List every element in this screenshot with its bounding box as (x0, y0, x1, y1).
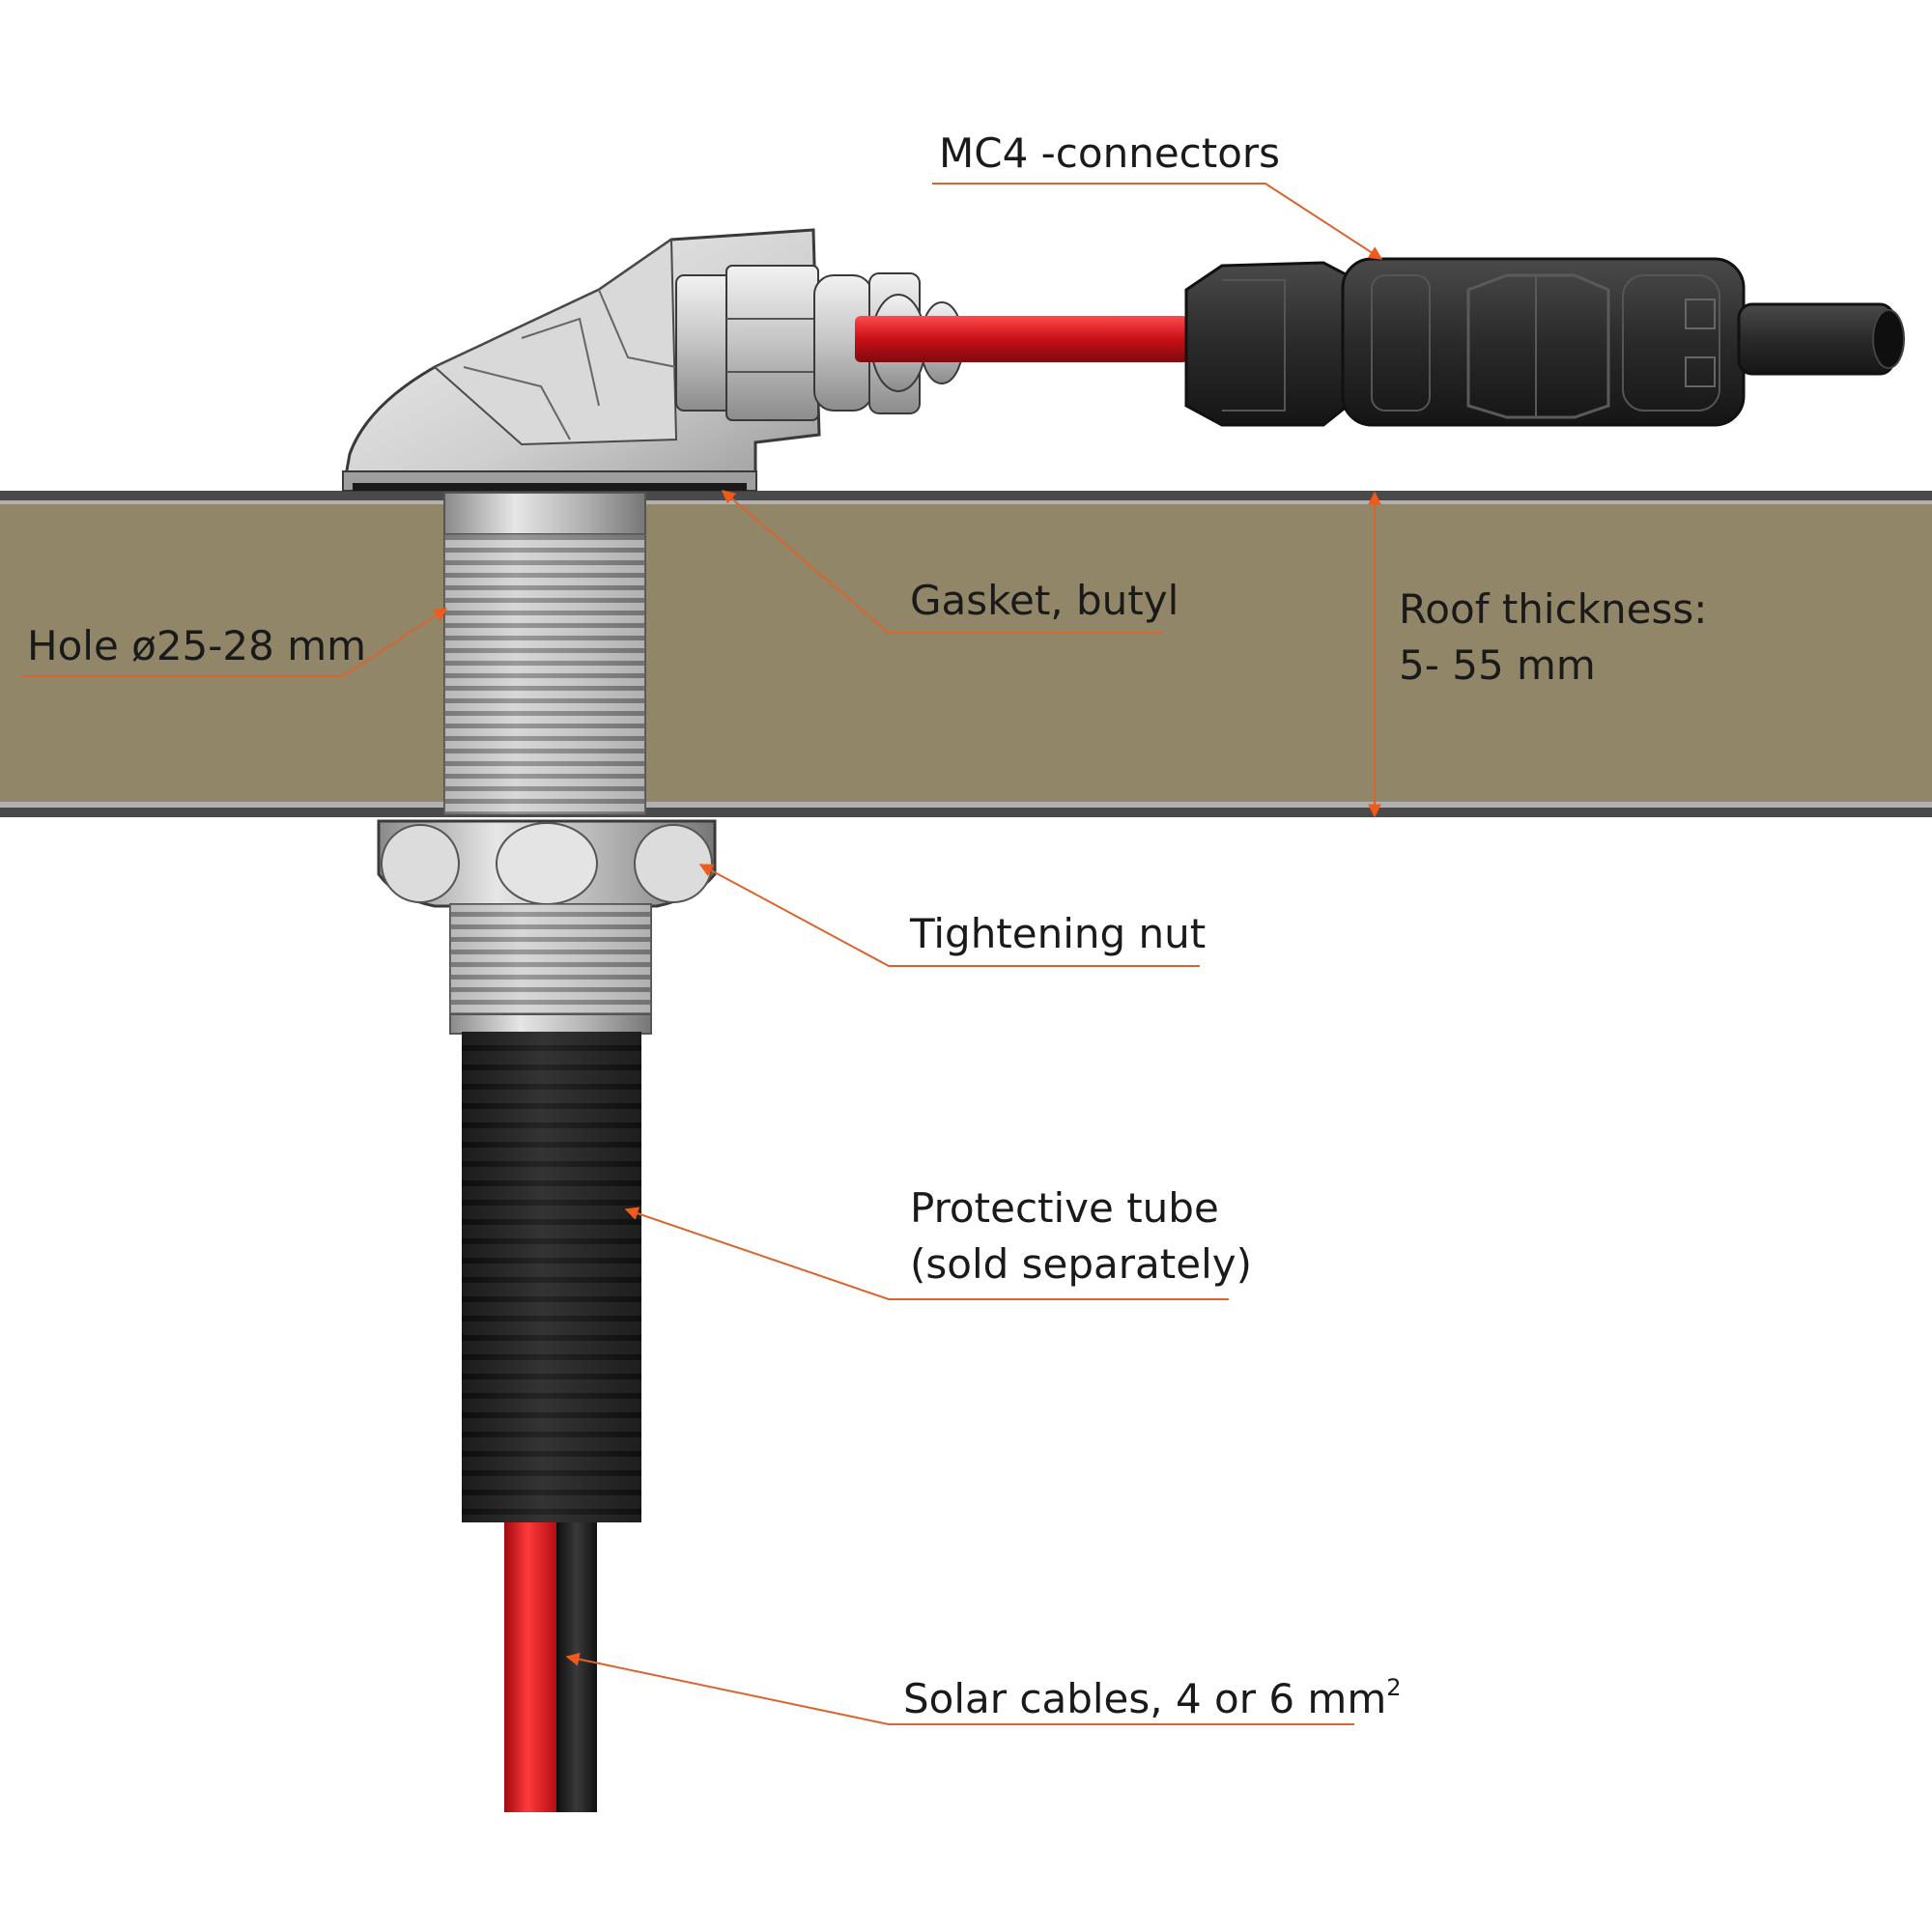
hole-diameter-label: Hole ø25-28 mm (27, 622, 367, 669)
tightening-nut-label: Tightening nut (910, 910, 1207, 957)
protective-tube-label: Protective tube (sold separately) (910, 1180, 1252, 1293)
roof-thickness-title: Roof thickness: (1399, 585, 1708, 633)
roof-thickness-value: 5- 55 mm (1399, 641, 1596, 689)
solar-cables-text: Solar cables, 4 or 6 mm (903, 1675, 1387, 1722)
cables-leader (565, 1652, 1354, 1725)
leader-lines (21, 183, 1383, 1725)
protective-tube (462, 1032, 641, 1522)
lower-thread (449, 903, 652, 1035)
protective-tube-note: (sold separately) (910, 1240, 1252, 1288)
gasket-butyl-label: Gasket, butyl (910, 577, 1179, 624)
gasket-leader (721, 490, 1162, 634)
solar-cables-label: Solar cables, 4 or 6 mm2 (903, 1660, 1402, 1727)
protective-tube-title: Protective tube (910, 1184, 1219, 1232)
red-solar-cable (504, 1522, 556, 1812)
threaded-sleeve (443, 492, 646, 815)
nut-leader (698, 864, 1200, 967)
black-solar-cable (556, 1522, 597, 1812)
hole-leader (21, 608, 448, 677)
roof-panel (0, 491, 1932, 817)
tube-leader (624, 1207, 1229, 1300)
roof-thickness-label: Roof thickness: 5- 55 mm (1399, 582, 1707, 694)
red-cable-horizontal (855, 316, 1188, 362)
tightening-nut (377, 819, 717, 908)
mc4-connector (1184, 257, 1905, 427)
solar-cables-superscript: 2 (1386, 1674, 1402, 1701)
mc4-connectors-label: MC4 -connectors (939, 129, 1281, 177)
mc4-leader (932, 183, 1383, 260)
